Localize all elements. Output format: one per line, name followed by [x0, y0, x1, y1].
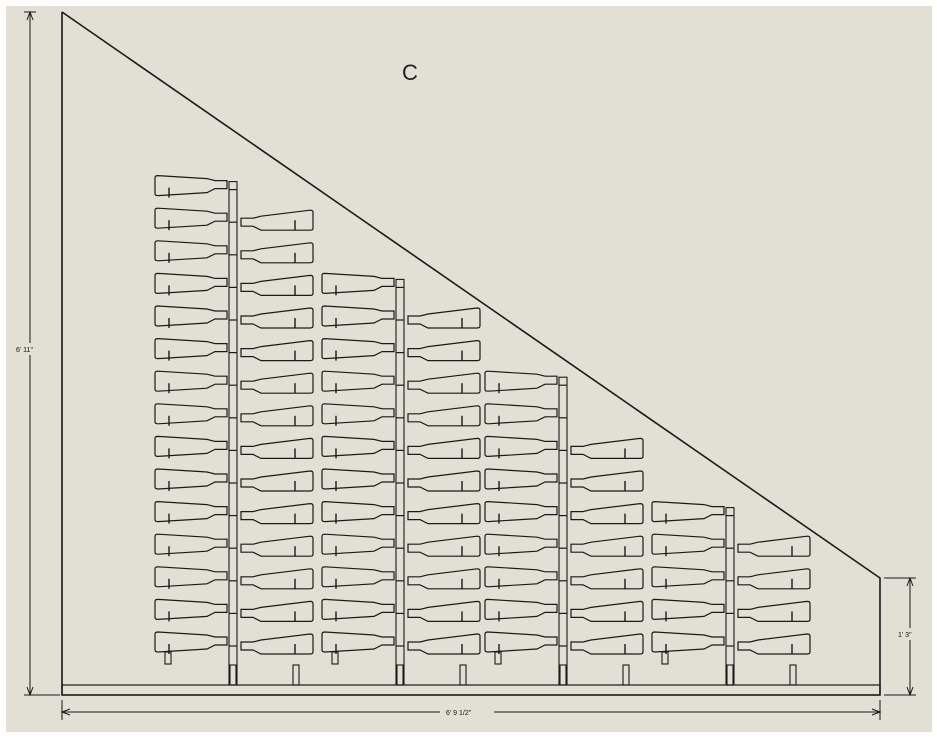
wine-bottle: [651, 598, 725, 621]
rack-foot: [396, 664, 404, 686]
dimension-height-left-label: 6' 11": [16, 347, 33, 354]
rack-2: [321, 272, 481, 686]
rack-4: [651, 500, 811, 686]
rack-foot: [494, 651, 502, 665]
wine-bottle: [154, 468, 228, 490]
wine-bottle: [321, 435, 395, 458]
rack-foot: [292, 664, 300, 686]
wine-bottle: [321, 566, 395, 588]
wine-bottle: [651, 500, 725, 523]
wine-bottle: [484, 370, 558, 392]
wine-bottle: [321, 598, 395, 621]
wine-bottle: [154, 370, 228, 392]
rack-foot: [559, 664, 567, 686]
wine-bottle: [154, 631, 228, 653]
wine-bottle: [651, 631, 725, 653]
wine-bottle: [484, 435, 558, 458]
wine-bottle: [321, 631, 395, 653]
rack-foot: [331, 651, 339, 665]
dimension-width-bottom-label: 6' 9 1/2": [446, 710, 472, 717]
dimension-height-right-label: 1' 3": [898, 632, 912, 639]
rack-foot: [622, 664, 630, 686]
section-label: C: [402, 60, 418, 85]
wine-bottle: [484, 566, 558, 588]
rack-foot: [229, 664, 237, 686]
rack-1: [154, 174, 314, 686]
wine-bottle: [651, 533, 725, 555]
rack-foot: [459, 664, 467, 686]
wine-bottle: [154, 305, 228, 327]
rack-foot: [164, 651, 172, 665]
wine-bottle: [484, 500, 558, 523]
wine-bottle: [154, 207, 228, 229]
wine-bottle: [154, 240, 228, 262]
rack-3: [484, 370, 644, 686]
wine-bottle: [154, 533, 228, 555]
wine-bottle: [154, 566, 228, 588]
wine-bottle: [484, 468, 558, 490]
wine-bottle: [321, 468, 395, 490]
wine-racks: [154, 174, 811, 686]
wine-bottle: [484, 598, 558, 621]
wine-bottle: [321, 533, 395, 555]
wine-bottle: [154, 598, 228, 621]
rack-foot: [726, 664, 734, 686]
wine-bottle: [321, 337, 395, 360]
floor-base: [61, 684, 881, 696]
wine-bottle: [484, 403, 558, 425]
wine-bottle: [651, 566, 725, 588]
drawing-background: [6, 6, 932, 732]
rack-foot: [789, 664, 797, 686]
rack-foot: [661, 651, 669, 665]
wine-bottle: [154, 435, 228, 458]
wine-bottle: [321, 370, 395, 392]
wine-bottle: [321, 305, 395, 327]
wine-bottle: [154, 337, 228, 360]
wine-bottle: [321, 403, 395, 425]
wine-bottle: [154, 174, 228, 197]
wine-bottle: [484, 631, 558, 653]
wine-bottle: [484, 533, 558, 555]
wine-bottle: [154, 500, 228, 523]
wine-bottle: [154, 272, 228, 295]
wine-bottle: [321, 500, 395, 523]
wine-bottle: [321, 272, 395, 295]
wine-bottle: [154, 403, 228, 425]
